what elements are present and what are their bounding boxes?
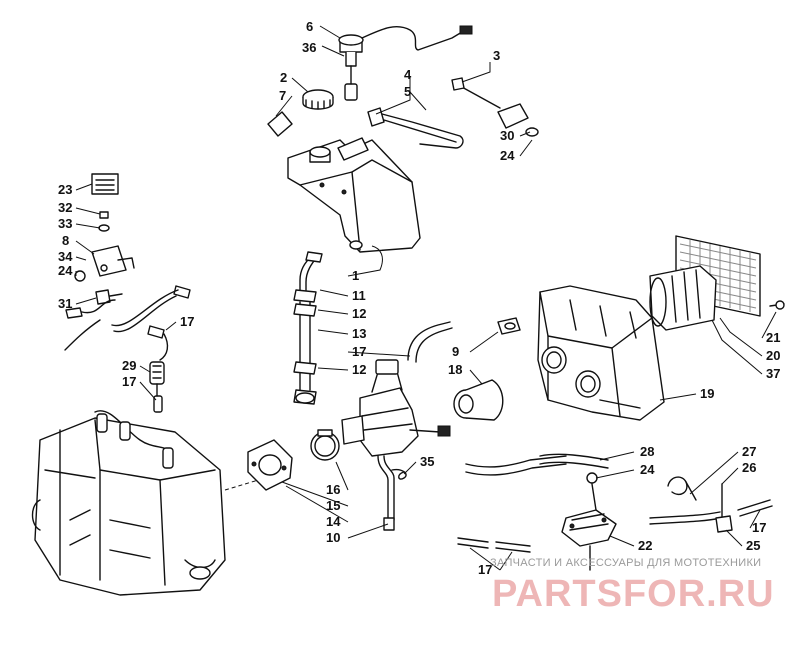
callout-4: 4 <box>404 67 412 82</box>
callout-34: 34 <box>58 249 73 264</box>
callout-14: 14 <box>326 514 341 529</box>
callout-22: 22 <box>638 538 652 553</box>
engine-block <box>31 410 226 596</box>
tank-bracket <box>451 77 539 137</box>
grommet-9 <box>497 317 521 335</box>
carburetor <box>341 359 451 531</box>
callout-36: 36 <box>302 40 316 55</box>
callout-17: 17 <box>352 344 366 359</box>
air-silencer <box>537 285 665 421</box>
silencer-boot-18 <box>453 379 504 421</box>
fuel-gauge-sender <box>338 25 473 101</box>
callout-17: 17 <box>752 520 766 535</box>
leader-lines <box>75 25 777 571</box>
callout-29: 29 <box>122 358 136 373</box>
callout-12: 12 <box>352 362 366 377</box>
callout-28: 28 <box>640 444 654 459</box>
watermark-tagline: ЗАПЧАСТИ И АКСЕССУАРЫ ДЛЯ МОТОТЕХНИКИ <box>490 557 761 569</box>
carb-vent-hose <box>407 321 453 363</box>
callout-17: 17 <box>180 314 194 329</box>
callout-21: 21 <box>766 330 780 345</box>
callout-33: 33 <box>58 216 72 231</box>
callout-30: 30 <box>500 128 514 143</box>
callout-23: 23 <box>58 182 72 197</box>
fuel-tank <box>287 137 421 253</box>
callout-37: 37 <box>766 366 780 381</box>
intake-flange <box>247 439 293 491</box>
callout-1: 1 <box>352 268 359 283</box>
callout-20: 20 <box>766 348 780 363</box>
watermark-logo: PARTSFOR.RU <box>492 573 775 615</box>
callout-15: 15 <box>326 498 340 513</box>
bracket-8-group <box>65 211 135 319</box>
fuel-pump-22 <box>561 472 617 571</box>
pulse-line-clip-27 <box>667 476 697 501</box>
tank-pad <box>267 111 293 137</box>
callout-numbers: 6 36 3 2 7 4 5 30 24 23 32 33 8 34 24 31… <box>58 19 780 577</box>
callout-17: 17 <box>478 562 492 577</box>
callout-3: 3 <box>493 48 500 63</box>
callout-12: 12 <box>352 306 366 321</box>
primer-26-25 <box>715 483 733 533</box>
oil-hoses-17 <box>64 285 191 361</box>
callout-19: 19 <box>700 386 714 401</box>
callout-16: 16 <box>326 482 340 497</box>
callout-10: 10 <box>326 530 340 545</box>
callout-35: 35 <box>420 454 434 469</box>
callout-5: 5 <box>404 84 411 99</box>
callout-8: 8 <box>62 233 69 248</box>
callout-26: 26 <box>742 460 756 475</box>
callout-6: 6 <box>306 19 313 34</box>
vent-hose-and-fitting <box>367 107 464 149</box>
pump-hoses <box>457 453 773 553</box>
callout-25: 25 <box>746 538 760 553</box>
intake-clamp <box>310 429 340 461</box>
callout-13: 13 <box>352 326 366 341</box>
callout-24: 24 <box>500 148 515 163</box>
decal-23 <box>91 173 119 195</box>
callout-24: 24 <box>58 263 73 278</box>
callout-9: 9 <box>452 344 459 359</box>
fuel-cap <box>302 89 334 110</box>
callout-17: 17 <box>122 374 136 389</box>
intake-screen-and-tube <box>649 235 785 331</box>
callout-11: 11 <box>352 288 366 303</box>
fuel-line-13 <box>293 289 317 405</box>
tank-outlet-hose <box>299 251 323 291</box>
callout-2: 2 <box>280 70 287 85</box>
callout-24: 24 <box>640 462 655 477</box>
callout-31: 31 <box>58 296 72 311</box>
callout-27: 27 <box>742 444 756 459</box>
callout-32: 32 <box>58 200 72 215</box>
inline-filter-29 <box>149 361 165 413</box>
callout-18: 18 <box>448 362 462 377</box>
callout-7: 7 <box>279 88 286 103</box>
watermark: ЗАПЧАСТИ И АКСЕССУАРЫ ДЛЯ МОТОТЕХНИКИ PA… <box>490 557 775 615</box>
